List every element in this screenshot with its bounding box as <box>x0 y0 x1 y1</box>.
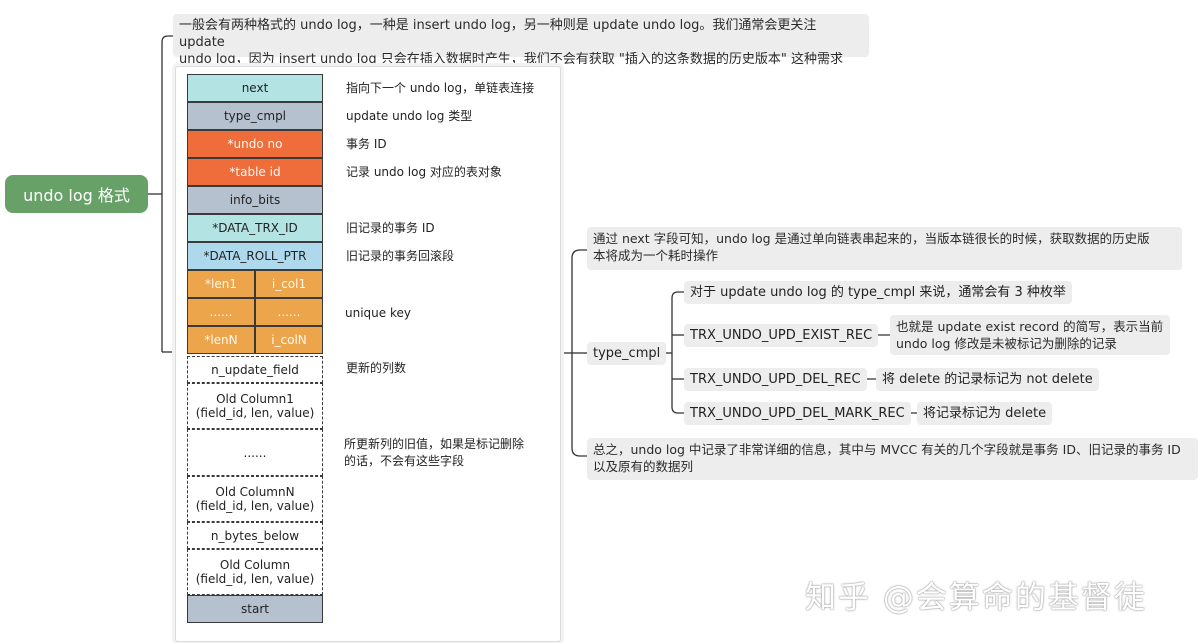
top-note: 一般会有两种格式的 undo log，一种是 insert undo log，另… <box>173 14 869 67</box>
unique-key-dots-a: ...... <box>187 298 255 326</box>
field-old-column-n: Old ColumnN (field_id, len, value) <box>187 476 323 522</box>
field-old-columns-dots: ...... <box>187 429 323 476</box>
enum-del-mark-rec-desc: 将记录标记为 delete <box>917 402 1053 425</box>
connector-type-cmpl-branch <box>671 291 684 414</box>
type-cmpl-intro: 对于 update undo log 的 type_cmpl 来说，通常会有 3… <box>684 281 1072 304</box>
desc-data-trx-id: 旧记录的事务 ID <box>346 221 435 235</box>
unique-key-col1: i_col1 <box>255 270 323 298</box>
field-n-update-field: n_update_field <box>187 356 323 383</box>
field-type-cmpl: type_cmpl <box>187 102 323 130</box>
field-old-column-1: Old Column1 (field_id, len, value) <box>187 383 323 429</box>
watermark: 知乎 @会算命的基督徒 <box>805 580 1147 616</box>
field-info-bits: info_bits <box>187 186 323 214</box>
type-cmpl-node: type_cmpl <box>587 342 667 365</box>
unique-key-dots-b: ...... <box>255 298 323 326</box>
enum-exist-rec-desc: 也就是 update exist record 的简写，表示当前 undo lo… <box>890 315 1170 355</box>
field-table-id: *table id <box>187 158 323 186</box>
connector-right-branch <box>571 249 587 457</box>
unique-key-label: unique key <box>345 306 411 320</box>
enum-del-mark-rec: TRX_UNDO_UPD_DEL_MARK_REC <box>684 402 911 425</box>
summary-note: 总之，undo log 中记录了非常详细的信息，其中与 MVCC 有关的几个字段… <box>587 438 1198 480</box>
unique-key-lenN: *lenN <box>187 326 255 354</box>
root-node: undo log 格式 <box>5 175 148 213</box>
field-old-column: Old Column (field_id, len, value) <box>187 549 323 595</box>
field-data-trx-id: *DATA_TRX_ID <box>187 214 323 242</box>
connector-to-top-note <box>161 35 173 43</box>
desc-table-id: 记录 undo log 对应的表对象 <box>346 165 502 179</box>
unique-key-colN: i_colN <box>255 326 323 354</box>
desc-old-columns: 所更新列的旧值，如果是标记删除 的话，不会有这些字段 <box>344 437 525 468</box>
enum-del-rec: TRX_UNDO_UPD_DEL_REC <box>684 368 867 391</box>
unique-key-len1: *len1 <box>187 270 255 298</box>
desc-next: 指向下一个 undo log，单链表连接 <box>346 81 535 95</box>
desc-n-update-field: 更新的列数 <box>346 361 407 375</box>
desc-type-cmpl: update undo log 类型 <box>346 109 473 123</box>
field-next: next <box>187 74 323 102</box>
field-start: start <box>187 595 323 623</box>
desc-data-roll-ptr: 旧记录的事务回滚段 <box>346 249 455 263</box>
enum-del-rec-desc: 将 delete 的记录标记为 not delete <box>876 368 1099 391</box>
note-next-chain: 通过 next 字段可知，undo log 是通过单向链表串起来的，当版本链很长… <box>587 227 1182 270</box>
field-n-bytes-below: n_bytes_below <box>187 522 323 549</box>
desc-undo-no: 事务 ID <box>346 137 387 151</box>
field-data-roll-ptr: *DATA_ROLL_PTR <box>187 242 323 270</box>
field-undo-no: *undo no <box>187 130 323 158</box>
enum-exist-rec: TRX_UNDO_UPD_EXIST_REC <box>684 324 879 347</box>
